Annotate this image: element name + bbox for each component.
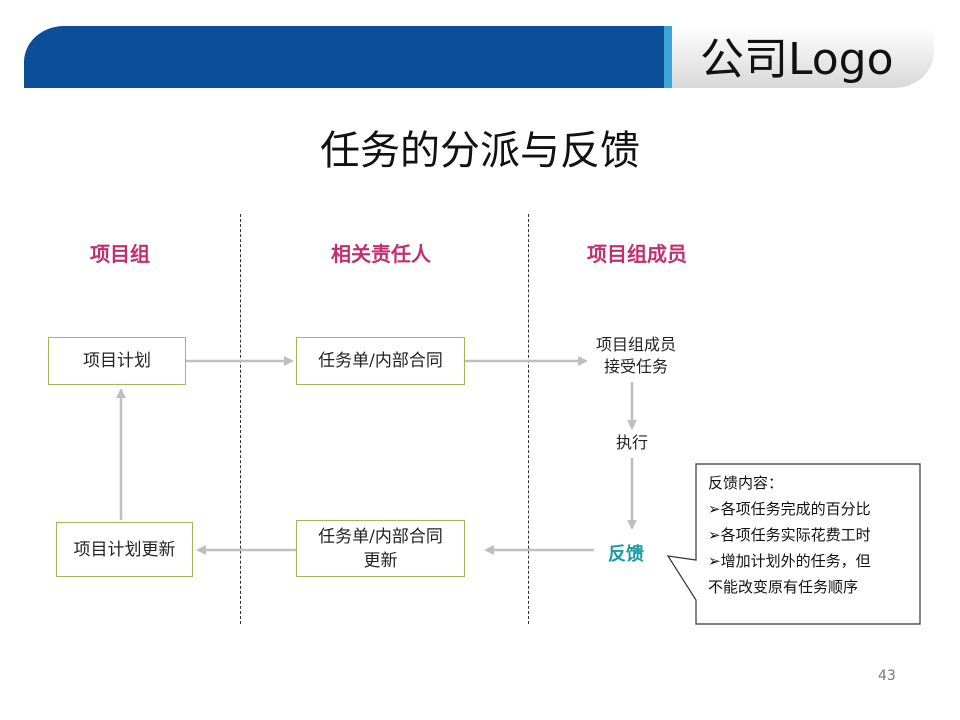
header-accent-stripe xyxy=(664,26,672,88)
slide-title: 任务的分派与反馈 xyxy=(320,128,640,174)
callout-heading: 反馈内容： xyxy=(708,474,784,492)
member-accept-task-text: 项目组成员 接受任务 xyxy=(595,335,676,376)
column-divider-2 xyxy=(528,214,529,624)
column-header-project-team: 项目组 xyxy=(90,242,150,266)
task-contract-box: 任务单/内部合同 xyxy=(296,337,465,385)
feedback-callout-text: 反馈内容： ➢各项任务完成的百分比 ➢各项任务实际花费工时 ➢增加计划外的任务，… xyxy=(708,470,914,600)
logo-box xyxy=(672,26,934,88)
feedback-text: 反馈 xyxy=(608,544,644,565)
callout-item-2: ➢各项任务实际花费工时 xyxy=(708,526,871,544)
column-header-responsible-person: 相关责任人 xyxy=(331,242,431,266)
project-plan-box: 项目计划 xyxy=(48,337,186,385)
task-contract-update-box: 任务单/内部合同 更新 xyxy=(296,520,465,577)
column-header-team-members: 项目组成员 xyxy=(587,242,687,266)
feedback-callout-bubble xyxy=(666,463,921,625)
project-plan-update-box: 项目计划更新 xyxy=(56,522,193,577)
execute-text: 执行 xyxy=(615,433,648,452)
callout-item-4: 不能改变原有任务顺序 xyxy=(708,578,859,596)
company-logo-text: 公司Logo xyxy=(700,34,894,85)
callout-item-3: ➢增加计划外的任务，但 xyxy=(708,552,871,570)
page-number: 43 xyxy=(878,668,896,684)
header-bar xyxy=(24,26,664,88)
column-divider-1 xyxy=(240,214,241,624)
callout-item-1: ➢各项任务完成的百分比 xyxy=(708,500,871,518)
